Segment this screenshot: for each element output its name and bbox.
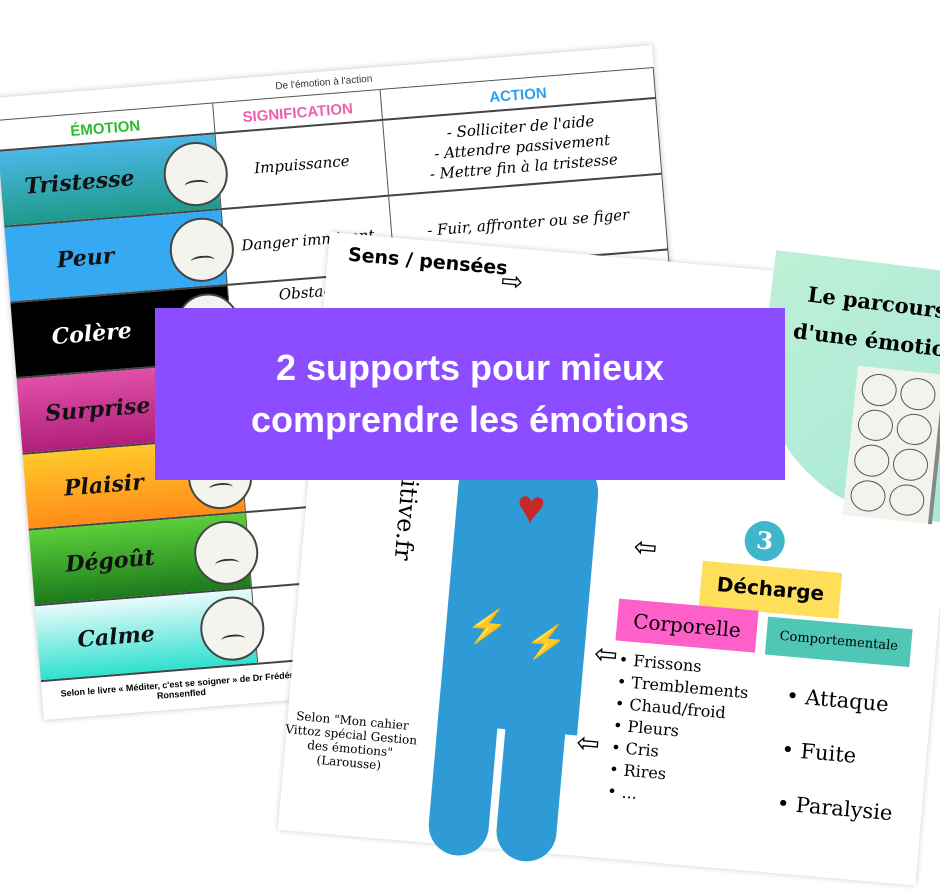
emotion-label: Calme [76, 620, 156, 654]
face-icon [895, 411, 934, 447]
face-icon [849, 478, 888, 514]
list-item: Fuite [779, 722, 899, 786]
arrow-left-icon: ⇦ [632, 530, 659, 564]
lightning-icon: ⚡ [523, 621, 569, 664]
sens-label: Sens / pensées [347, 243, 509, 280]
face-icon [856, 407, 895, 443]
emotion-label: Plaisir [63, 469, 145, 502]
meaning-text: Impuissance [253, 151, 351, 178]
face-icon [898, 376, 938, 412]
arrow-left-icon: ⇦ [575, 726, 602, 760]
title-banner: 2 supports pour mieux comprendre les émo… [155, 308, 785, 480]
list-item: Paralysie [775, 776, 895, 840]
list-item: Attaque [784, 669, 904, 733]
emotion-label: Surprise [44, 392, 152, 427]
faces-chart [842, 365, 940, 525]
step-number-badge: 3 [743, 519, 787, 563]
action-text: - Fuir, affronter ou se figer [426, 205, 630, 240]
meaning-cell: Impuissance [215, 120, 390, 209]
arrow-icon: ⇨ [500, 265, 525, 297]
face-icon [860, 372, 899, 408]
heart-icon: ♥ [514, 480, 548, 536]
arrow-left-icon: ⇦ [592, 637, 620, 671]
comportementale-list: AttaqueFuiteParalysie [775, 669, 905, 840]
source-note: Selon "Mon cahier Vittoz spécial Gestion… [284, 708, 418, 773]
emotion-label: Peur [55, 242, 116, 274]
banner-line-1: 2 supports pour mieux [275, 347, 665, 388]
body-leg-left [426, 703, 500, 858]
body-leg-right [494, 709, 567, 864]
face-icon [852, 442, 891, 478]
comportementale-tag: Comportementale [764, 616, 913, 668]
emotion-label: Dégoût [64, 544, 156, 578]
banner-line-2: comprendre les émotions [250, 399, 690, 440]
lightning-icon: ⚡ [464, 606, 511, 648]
corporelle-list: FrissonsTremblementsChaud/froidPleursCri… [606, 649, 751, 814]
site-name: itive.fr [388, 478, 424, 562]
face-icon [887, 482, 926, 518]
face-icon [891, 446, 930, 482]
emotion-label: Tristesse [23, 165, 136, 200]
emotion-label: Colère [50, 317, 133, 351]
